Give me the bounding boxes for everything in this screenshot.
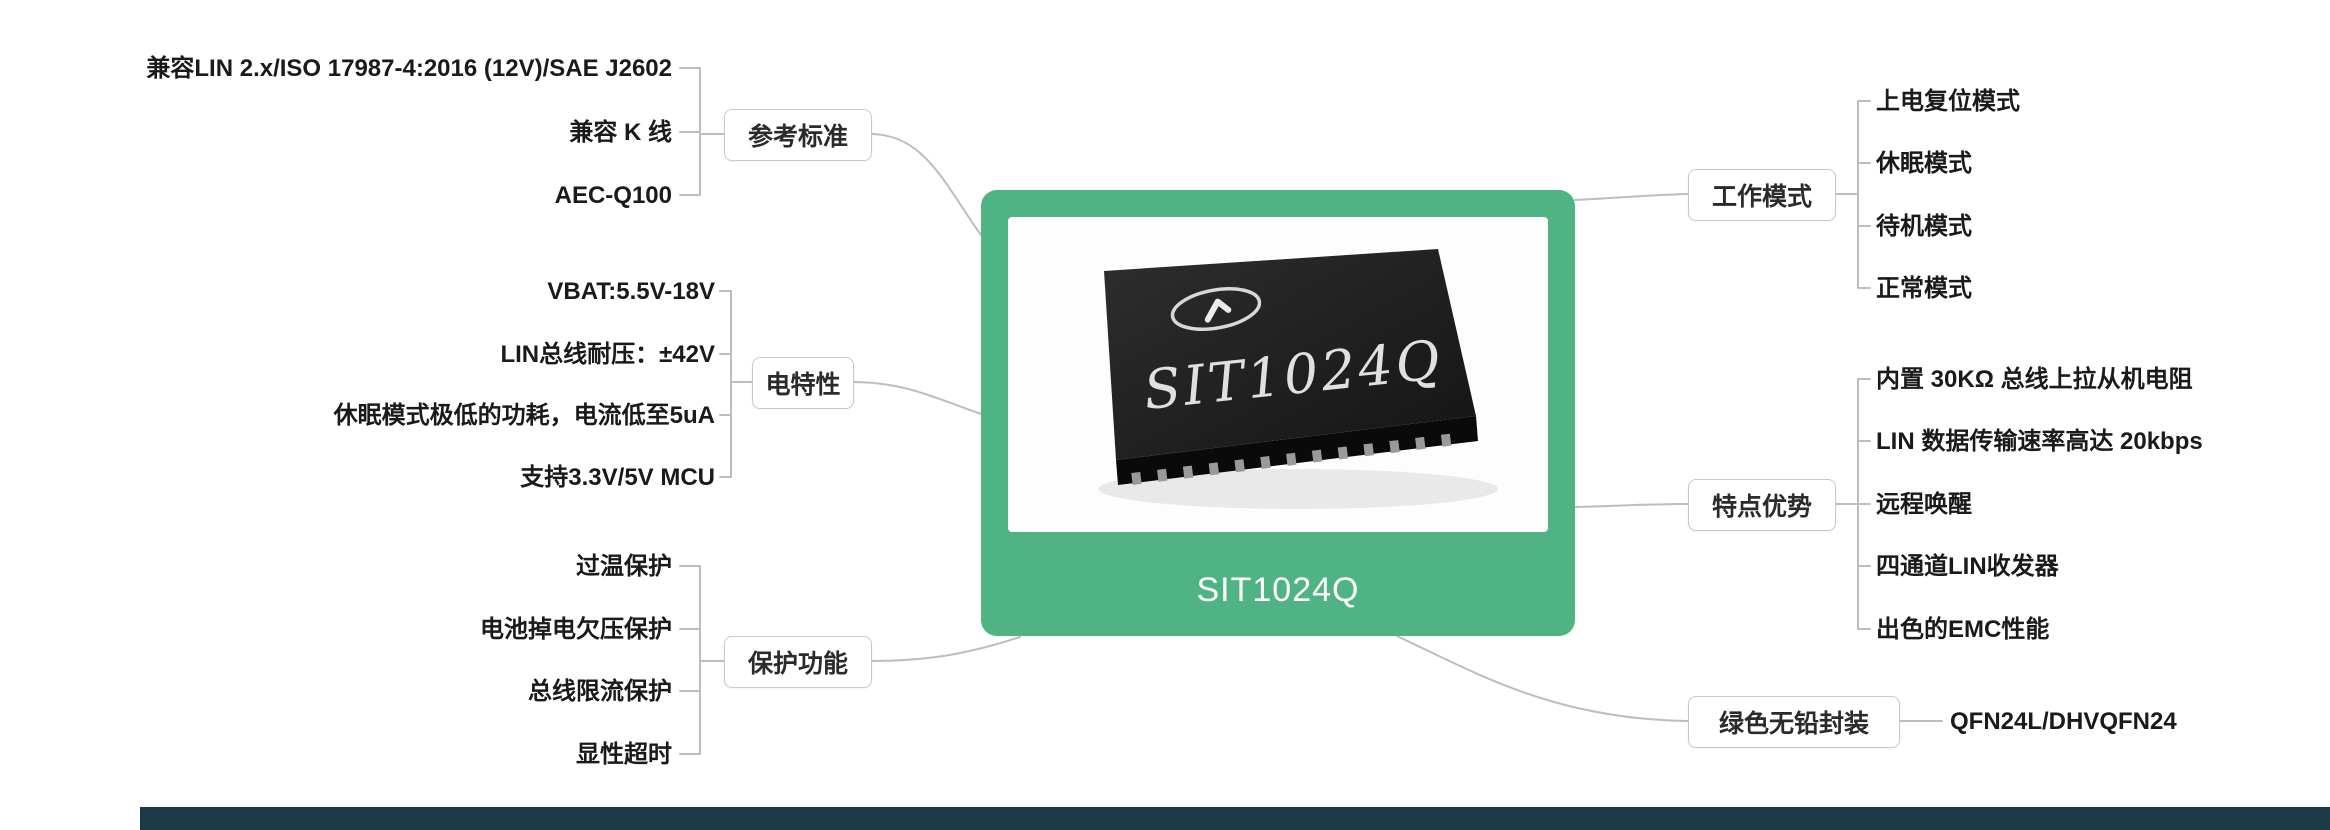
- leaf-item: 电池掉电欠压保护: [480, 616, 672, 643]
- branch-node-protection: 保护功能: [724, 636, 872, 688]
- leaf-item: 内置 30KΩ 总线上拉从机电阻: [1876, 366, 2193, 393]
- branch-node-features: 特点优势: [1688, 479, 1836, 531]
- leaf-item: AEC-Q100: [554, 182, 672, 209]
- branch-node-package: 绿色无铅封装: [1688, 696, 1900, 748]
- leaf-item: 休眠模式: [1876, 150, 1972, 177]
- leaf-item: 兼容LIN 2.x/ISO 17987-4:2016 (12V)/SAE J26…: [146, 55, 672, 82]
- leaf-item: 正常模式: [1876, 275, 1972, 302]
- leaf-item: 兼容 K 线: [569, 119, 672, 146]
- leaf-item: 过温保护: [576, 553, 672, 580]
- connector: [869, 636, 1021, 662]
- leaf-item: 支持3.3V/5V MCU: [520, 464, 715, 491]
- chip-front-face: [1116, 416, 1478, 485]
- leaf-item: 远程唤醒: [1876, 491, 1972, 518]
- connector: [1396, 635, 1689, 722]
- branch-node-operating-modes: 工作模式: [1688, 169, 1836, 221]
- leaf-item: VBAT:5.5V-18V: [547, 278, 715, 305]
- chip-photo: SIT1024Q: [1008, 217, 1548, 532]
- branch-node-electrical: 电特性: [752, 357, 854, 409]
- leaf-item: 出色的EMC性能: [1876, 616, 2050, 643]
- connector: [679, 565, 725, 755]
- branch-node-reference-standards: 参考标准: [724, 109, 872, 161]
- leaf-item: 休眠模式极低的功耗，电流低至5uA: [333, 402, 715, 429]
- connector: [719, 290, 753, 478]
- center-card: SIT1024Q SIT1024Q: [981, 190, 1575, 636]
- connector: [851, 381, 982, 415]
- leaf-item: 显性超时: [576, 741, 672, 768]
- chip-shadow: [1098, 469, 1498, 509]
- connector: [679, 67, 725, 196]
- leaf-item: QFN24L/DHVQFN24: [1950, 708, 2177, 735]
- leaf-item: 待机模式: [1876, 213, 1972, 240]
- leaf-item: 四通道LIN收发器: [1876, 553, 2059, 580]
- connector: [1833, 378, 1871, 630]
- connector: [1574, 503, 1689, 508]
- leaf-item: 总线限流保护: [528, 678, 672, 705]
- connector: [1833, 100, 1871, 289]
- chip-illustration: SIT1024Q: [1098, 249, 1498, 509]
- bottom-bar: [140, 807, 2330, 830]
- leaf-item: LIN 数据传输速率高达 20kbps: [1876, 428, 2203, 455]
- leaf-item: LIN总线耐压：±42V: [500, 341, 715, 368]
- connector: [1574, 193, 1689, 201]
- connector: [869, 133, 982, 236]
- leaf-item: 上电复位模式: [1876, 88, 2020, 115]
- chip-pins: [1131, 432, 1465, 485]
- chip-body: [1104, 249, 1476, 460]
- chip-title: SIT1024Q: [1196, 571, 1360, 609]
- sit-logo-icon: [1170, 287, 1262, 331]
